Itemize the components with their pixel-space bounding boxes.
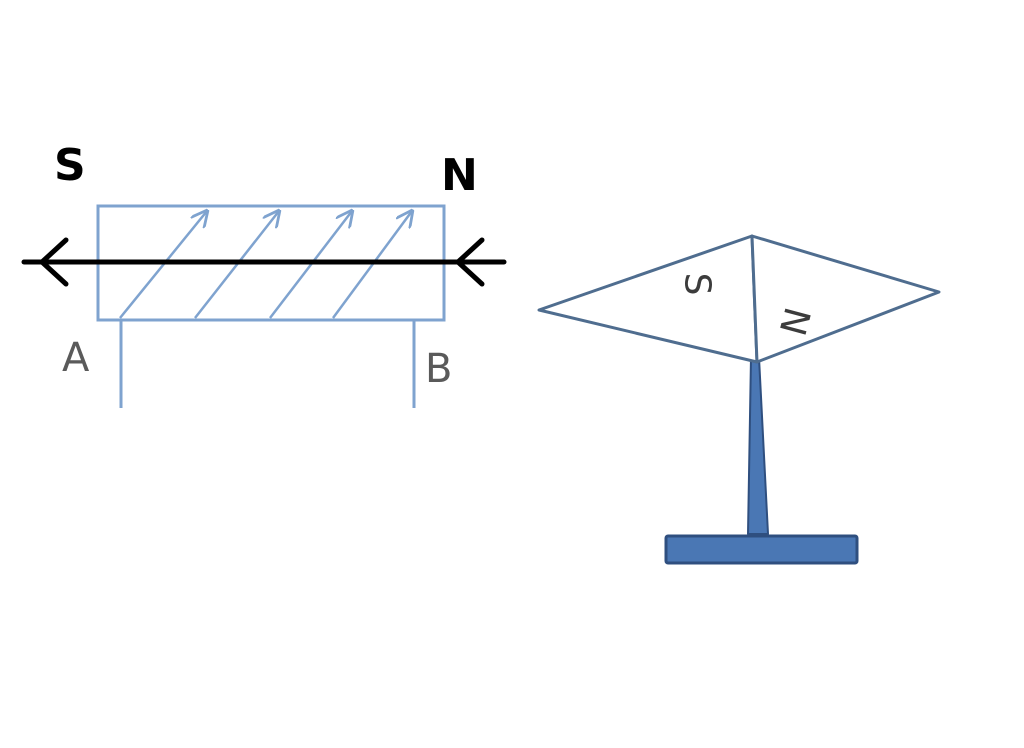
compass: S N: [537, 234, 941, 565]
solenoid-pole-n-label: N: [441, 150, 478, 201]
terminal-a-label: A: [62, 335, 90, 381]
solenoid: S N A B: [21, 140, 507, 408]
field-line: [21, 237, 507, 287]
terminal-b-label: B: [425, 346, 452, 392]
compass-base: [664, 534, 859, 565]
field-arrow-left-icon: [39, 237, 69, 287]
needle-s-label: S: [677, 273, 718, 296]
solenoid-pole-s-label: S: [54, 140, 86, 191]
field-arrow-right-icon: [455, 237, 485, 287]
compass-needle-s-half: [537, 234, 759, 364]
compass-needle-n-half: [750, 234, 941, 364]
